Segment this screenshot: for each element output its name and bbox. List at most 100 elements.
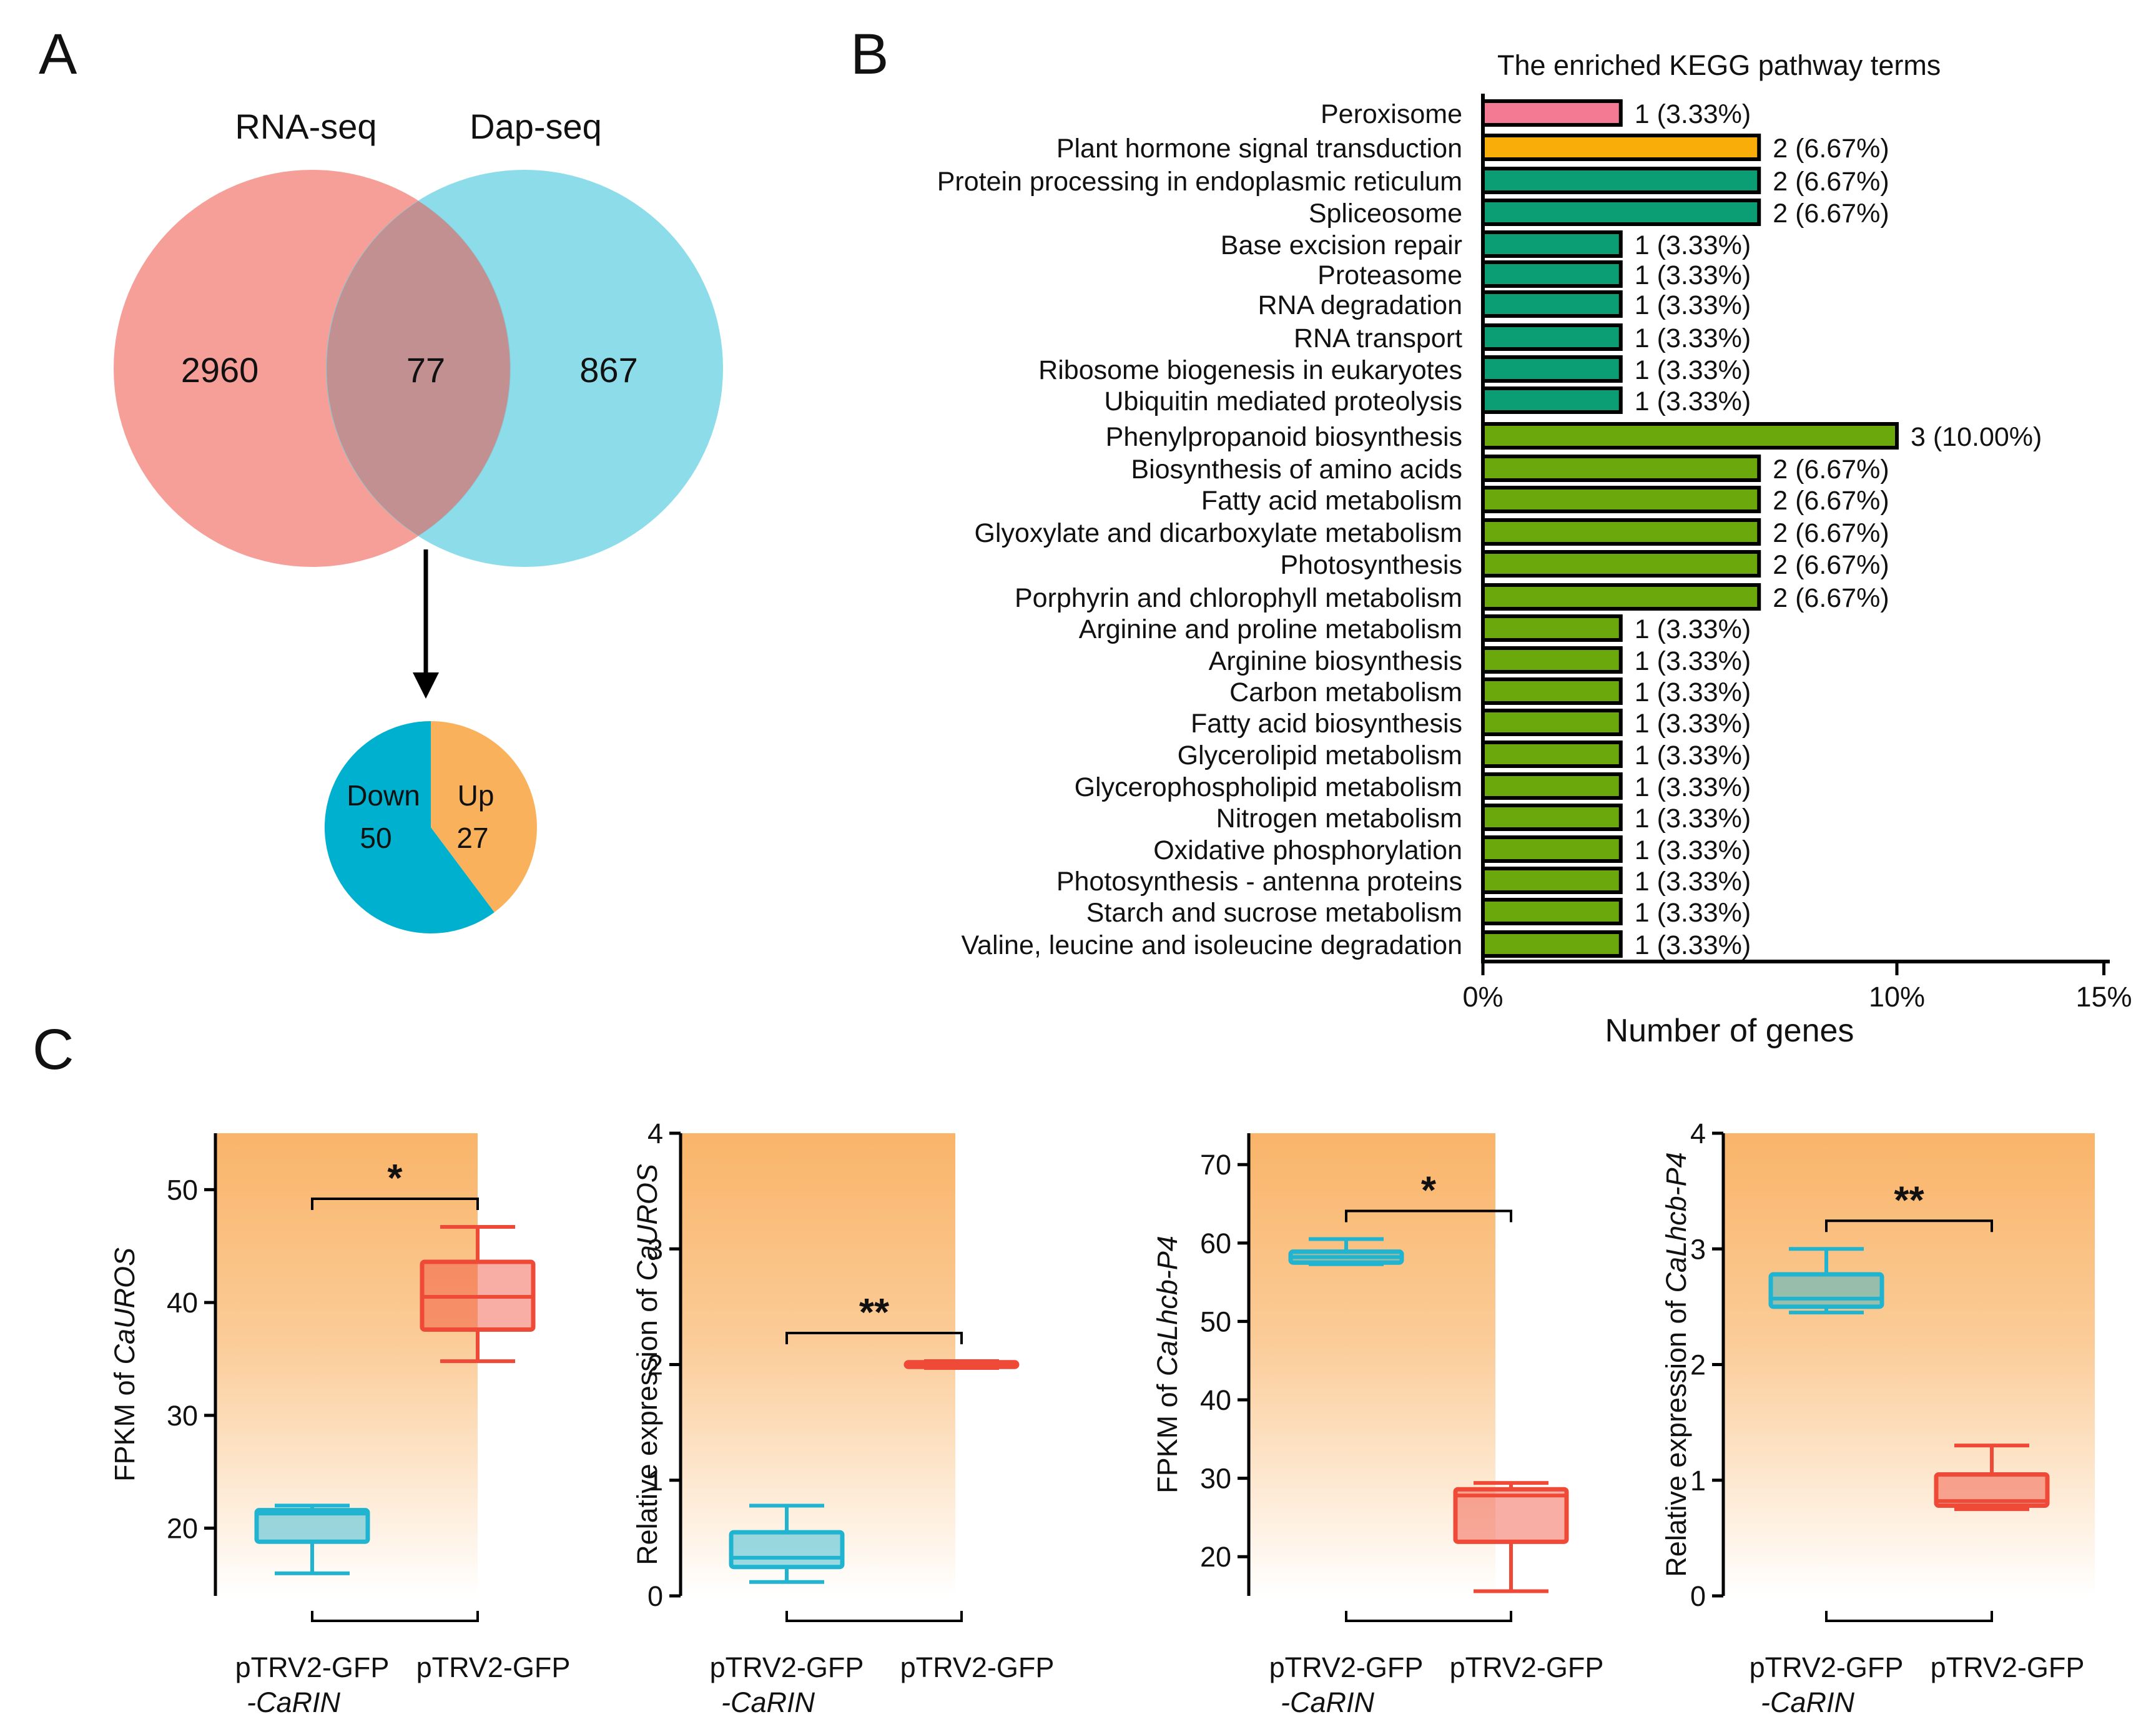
box-iqr — [254, 1508, 370, 1544]
kegg-bar — [1481, 772, 1623, 800]
kegg-bar — [1481, 486, 1761, 513]
kegg-category-label: Nitrogen metabolism — [1216, 804, 1462, 834]
kegg-category-label: Porphyrin and chlorophyll metabolism — [1015, 583, 1462, 613]
kegg-value-label: 1 (3.33%) — [1635, 740, 1751, 770]
kegg-category-label: Fatty acid metabolism — [1201, 486, 1462, 516]
kegg-value-label: 2 (6.67%) — [1773, 199, 1889, 229]
y-tick-label: 3 — [647, 1233, 663, 1265]
panel-a: A RNA-seq Dap-seq 2960 77 867 Down 50 Up… — [39, 22, 723, 934]
kegg-category-label: Protein processing in endoplasmic reticu… — [937, 167, 1462, 197]
venn-left-label: RNA-seq — [235, 107, 377, 146]
kegg-bar — [1481, 930, 1623, 958]
kegg-category-label: Peroxisome — [1321, 99, 1462, 129]
x-label-group1-suffix: -CaRIN — [721, 1686, 815, 1718]
kegg-bar — [1481, 323, 1623, 351]
y-tick-label: 2 — [647, 1349, 663, 1381]
panel-b-title: The enriched KEGG pathway terms — [1497, 49, 1941, 81]
x-group-bracket — [1345, 1611, 1512, 1622]
y-tick-label: 30 — [1200, 1463, 1231, 1495]
kegg-category-label: Oxidative phosphorylation — [1153, 835, 1462, 865]
kegg-value-label: 2 (6.67%) — [1773, 583, 1889, 613]
pie-down-value: 50 — [360, 822, 391, 854]
kegg-value-label: 2 (6.67%) — [1773, 518, 1889, 548]
box-iqr — [1934, 1472, 2050, 1508]
kegg-value-label: 3 (10.00%) — [1911, 422, 2042, 452]
kegg-category-label: Starch and sucrose metabolism — [1086, 898, 1462, 928]
y-tick-label: 40 — [167, 1287, 198, 1319]
x-label-group2: pTRV2-GFP — [1931, 1651, 2085, 1683]
panel-b-label: B — [850, 22, 888, 86]
kegg-category-label: Base excision repair — [1221, 230, 1462, 260]
x-label-group1-suffix: -CaRIN — [247, 1686, 341, 1718]
x-label-group2: pTRV2-GFP — [900, 1651, 1055, 1683]
y-axis-label-prefix: FPKM of — [109, 1365, 140, 1482]
pie-slice-up — [431, 721, 537, 913]
kegg-x-tick-label: 15% — [2075, 981, 2132, 1013]
kegg-bar — [1481, 260, 1623, 288]
kegg-bar — [1481, 550, 1761, 578]
venn-right-label: Dap-seq — [470, 107, 602, 146]
y-tick-label: 40 — [1200, 1384, 1231, 1416]
panel-b: B The enriched KEGG pathway terms Peroxi… — [850, 22, 2132, 1049]
y-tick-label: 30 — [167, 1400, 198, 1432]
kegg-bar — [1481, 199, 1761, 226]
x-label-group1-suffix: -CaRIN — [1281, 1686, 1375, 1718]
pie-up-value: 27 — [456, 822, 488, 854]
venn-right-count: 867 — [579, 350, 637, 390]
kegg-value-label: 1 (3.33%) — [1635, 898, 1751, 928]
kegg-bar — [1481, 386, 1623, 414]
venn-left-count: 2960 — [181, 350, 259, 390]
y-tick-label: 2 — [1690, 1349, 1706, 1381]
y-axis-label: Relative expression of CaLhcb-P4 — [1660, 1152, 1692, 1577]
kegg-category-label: Phenylpropanoid biosynthesis — [1106, 422, 1462, 452]
significance-bracket — [1825, 1219, 1993, 1233]
y-axis-label-gene: CaLhcb-P4 — [1151, 1236, 1183, 1376]
y-tick-label: 70 — [1200, 1149, 1231, 1181]
kegg-x-tick-label: 0% — [1462, 981, 1503, 1013]
kegg-value-label: 1 (3.33%) — [1635, 230, 1751, 260]
x-label-group1: pTRV2-GFP — [710, 1651, 864, 1683]
kegg-x-tick-label: 10% — [1869, 981, 1925, 1013]
kegg-category-label: Biosynthesis of amino acids — [1131, 455, 1462, 485]
kegg-value-label: 2 (6.67%) — [1773, 486, 1889, 516]
kegg-category-label: Photosynthesis - antenna proteins — [1056, 867, 1462, 897]
y-tick-label: 20 — [1200, 1541, 1231, 1573]
kegg-value-label: 1 (3.33%) — [1635, 804, 1751, 834]
x-group-bracket — [1825, 1611, 1993, 1622]
y-tick-label: 1 — [1690, 1465, 1706, 1497]
venn-overlap-count: 77 — [406, 350, 445, 390]
kegg-category-label: Carbon metabolism — [1229, 677, 1462, 707]
panel-c-label: C — [32, 1018, 74, 1081]
kegg-x-ticks: 0% 10% 15% — [1462, 962, 2132, 1013]
kegg-category-label: Fatty acid biosynthesis — [1191, 709, 1462, 739]
kegg-category-label: Spliceosome — [1309, 199, 1462, 229]
y-tick-label: 50 — [167, 1174, 198, 1206]
x-label-group1: pTRV2-GFP — [1750, 1651, 1904, 1683]
kegg-bar — [1481, 422, 1899, 450]
y-axis-label-gene: CaLhcb-P4 — [1660, 1152, 1692, 1292]
kegg-category-label: Valine, leucine and isoleucine degradati… — [962, 930, 1462, 960]
significance-bracket — [311, 1198, 479, 1211]
kegg-category-label: Glycerolipid metabolism — [1178, 740, 1462, 770]
kegg-value-label: 2 (6.67%) — [1773, 167, 1889, 197]
kegg-value-label: 1 (3.33%) — [1635, 646, 1751, 676]
kegg-bar — [1481, 646, 1623, 674]
kegg-value-label: 2 (6.67%) — [1773, 550, 1889, 580]
kegg-category-label: RNA degradation — [1258, 290, 1463, 320]
kegg-value-label: 1 (3.33%) — [1635, 290, 1751, 320]
y-tick-label: 4 — [1690, 1118, 1706, 1149]
x-label-group1-suffix: -CaRIN — [1761, 1686, 1855, 1718]
kegg-value-label: 1 (3.33%) — [1635, 614, 1751, 644]
y-tick-label: 50 — [1200, 1306, 1231, 1337]
kegg-category-label: RNA transport — [1294, 323, 1462, 353]
box-iqr — [1768, 1272, 1884, 1309]
kegg-bar — [1481, 230, 1623, 258]
pie-down-label: Down — [347, 779, 420, 812]
kegg-bar — [1481, 134, 1761, 161]
y-tick-label: 20 — [167, 1513, 198, 1545]
x-label-group2: pTRV2-GFP — [416, 1651, 571, 1683]
